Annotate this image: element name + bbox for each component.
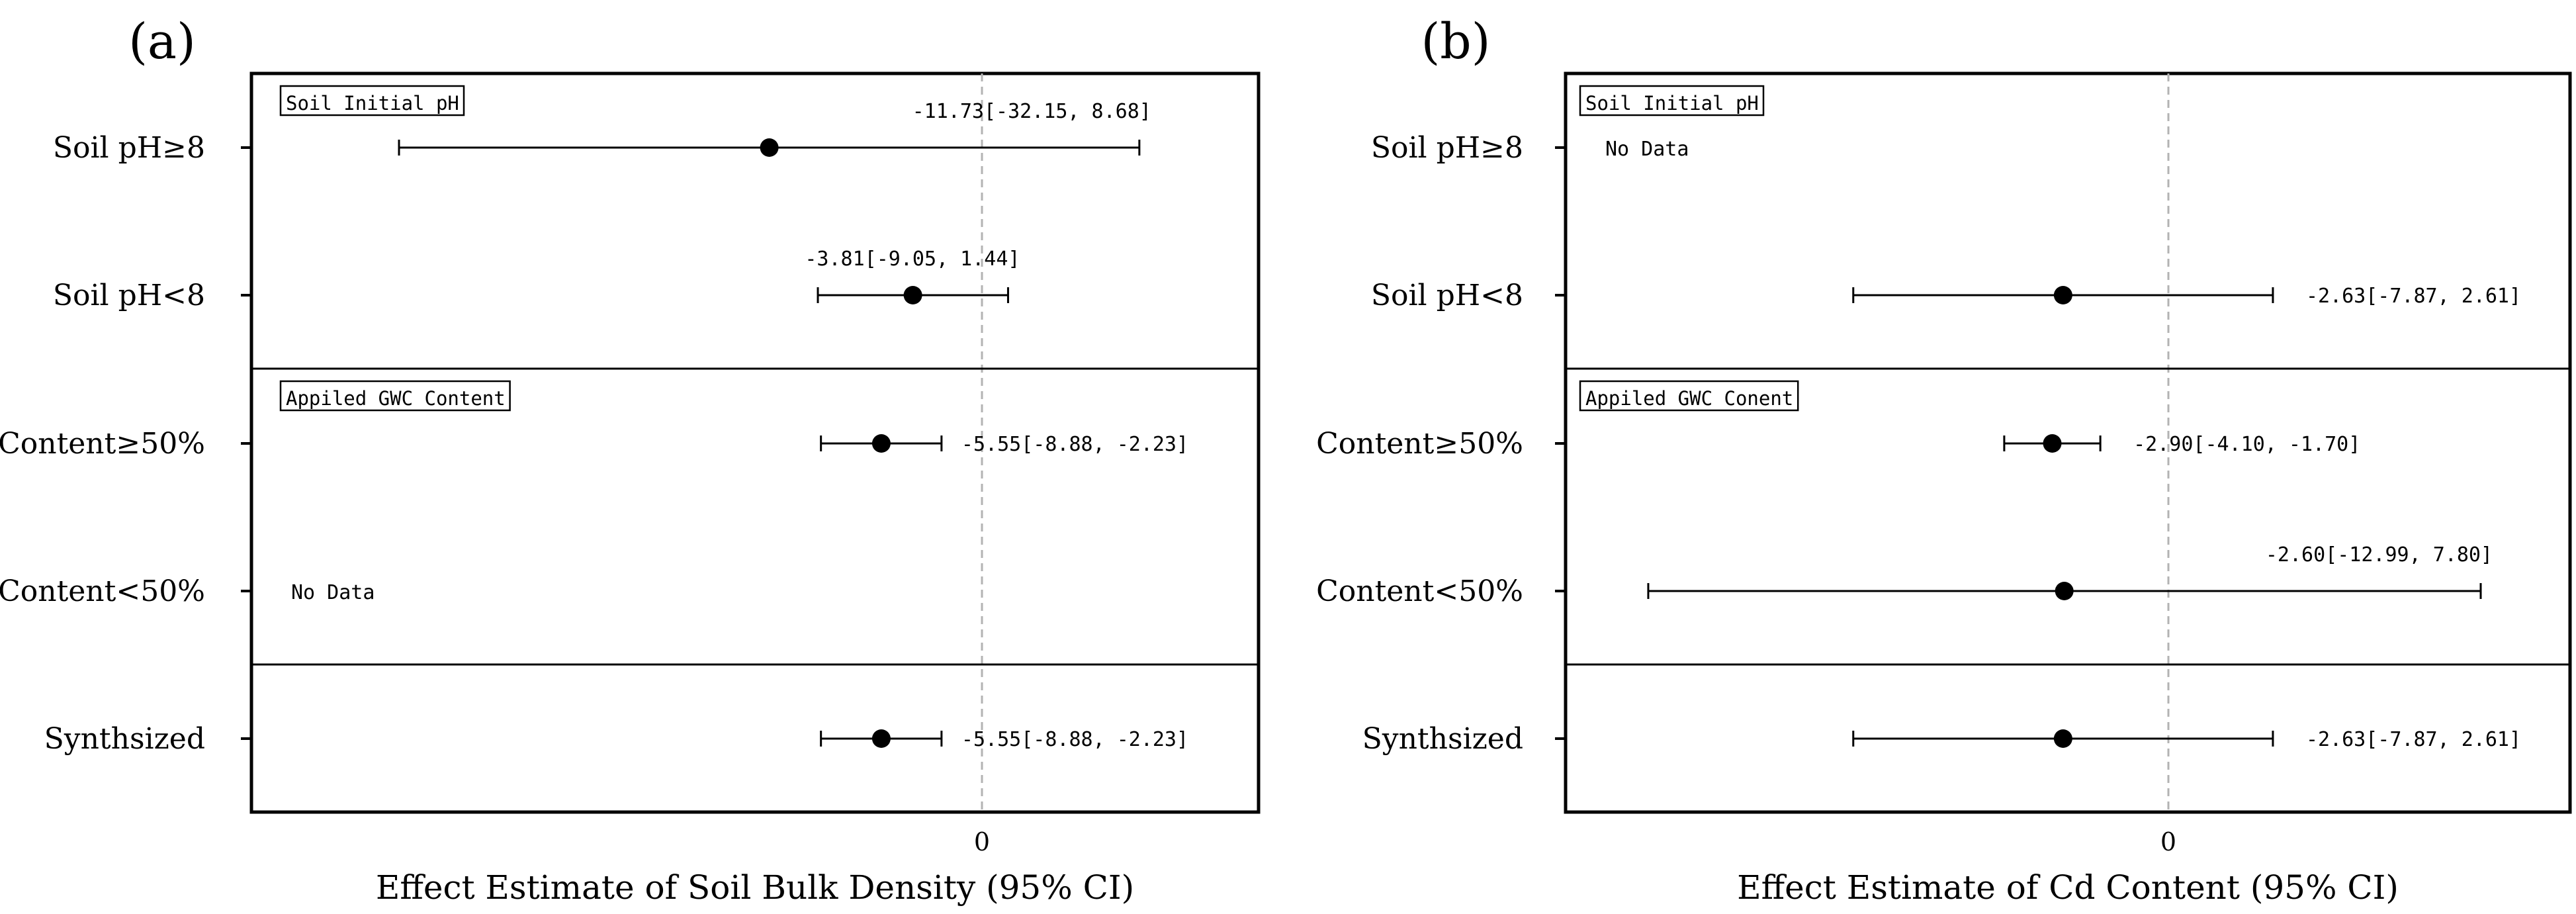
group-label-box: [1579, 85, 1765, 116]
no-data-label: No Data: [1605, 138, 1689, 161]
estimate-point: [871, 434, 891, 453]
x-tick-label: 0: [974, 827, 990, 856]
row-label: Synthsized: [1362, 722, 1523, 756]
row-label: Synthsized: [44, 722, 205, 756]
ci-text-label: -5.55[-8.88, -2.23]: [961, 433, 1188, 456]
estimate-point: [2053, 729, 2072, 748]
row-label: Soil pH<8: [53, 279, 205, 312]
group-label-box: [279, 380, 511, 412]
group-label: Appiled GWC Conent: [1585, 387, 1793, 410]
ci-text-label: -11.73[-32.15, 8.68]: [912, 100, 1151, 123]
no-data-label: No Data: [291, 581, 375, 604]
row-label: Soil pH≥8: [53, 131, 205, 165]
row-label: Content<50%: [1316, 574, 1523, 608]
x-axis-label: Effect Estimate of Cd Content (95% CI): [1737, 868, 2399, 907]
row-label: Soil pH<8: [1371, 279, 1523, 312]
estimate-point: [2043, 434, 2062, 453]
estimate-point: [2053, 286, 2072, 304]
estimate-point: [871, 729, 891, 748]
ci-text-label: -2.63[-7.87, 2.61]: [2306, 285, 2521, 308]
panel-label: (a): [128, 13, 196, 70]
row-label: Content≥50%: [0, 427, 205, 461]
x-tick-label: 0: [2160, 827, 2176, 856]
group-label-box: [279, 85, 465, 116]
row-label: Content≥50%: [1316, 427, 1523, 461]
ci-text-label: -3.81[-9.05, 1.44]: [805, 248, 1020, 271]
group-label: Appiled GWC Content: [286, 387, 506, 410]
panel-label: (b): [1421, 13, 1490, 70]
ci-text-label: -2.90[-4.10, -1.70]: [2133, 433, 2360, 456]
estimate-point: [760, 138, 779, 157]
x-axis-label: Effect Estimate of Soil Bulk Density (95…: [376, 868, 1134, 907]
estimate-point: [903, 286, 922, 304]
group-label: Soil Initial pH: [286, 92, 459, 114]
group-label: Soil Initial pH: [1585, 92, 1759, 114]
row-label: Soil pH≥8: [1371, 131, 1523, 165]
estimate-point: [2055, 582, 2074, 600]
ci-text-label: -2.60[-12.99, 7.80]: [2266, 543, 2493, 567]
ci-text-label: -5.55[-8.88, -2.23]: [961, 728, 1188, 751]
group-label-box: [1579, 380, 1799, 412]
row-label: Content<50%: [0, 574, 205, 608]
ci-text-label: -2.63[-7.87, 2.61]: [2306, 728, 2521, 751]
